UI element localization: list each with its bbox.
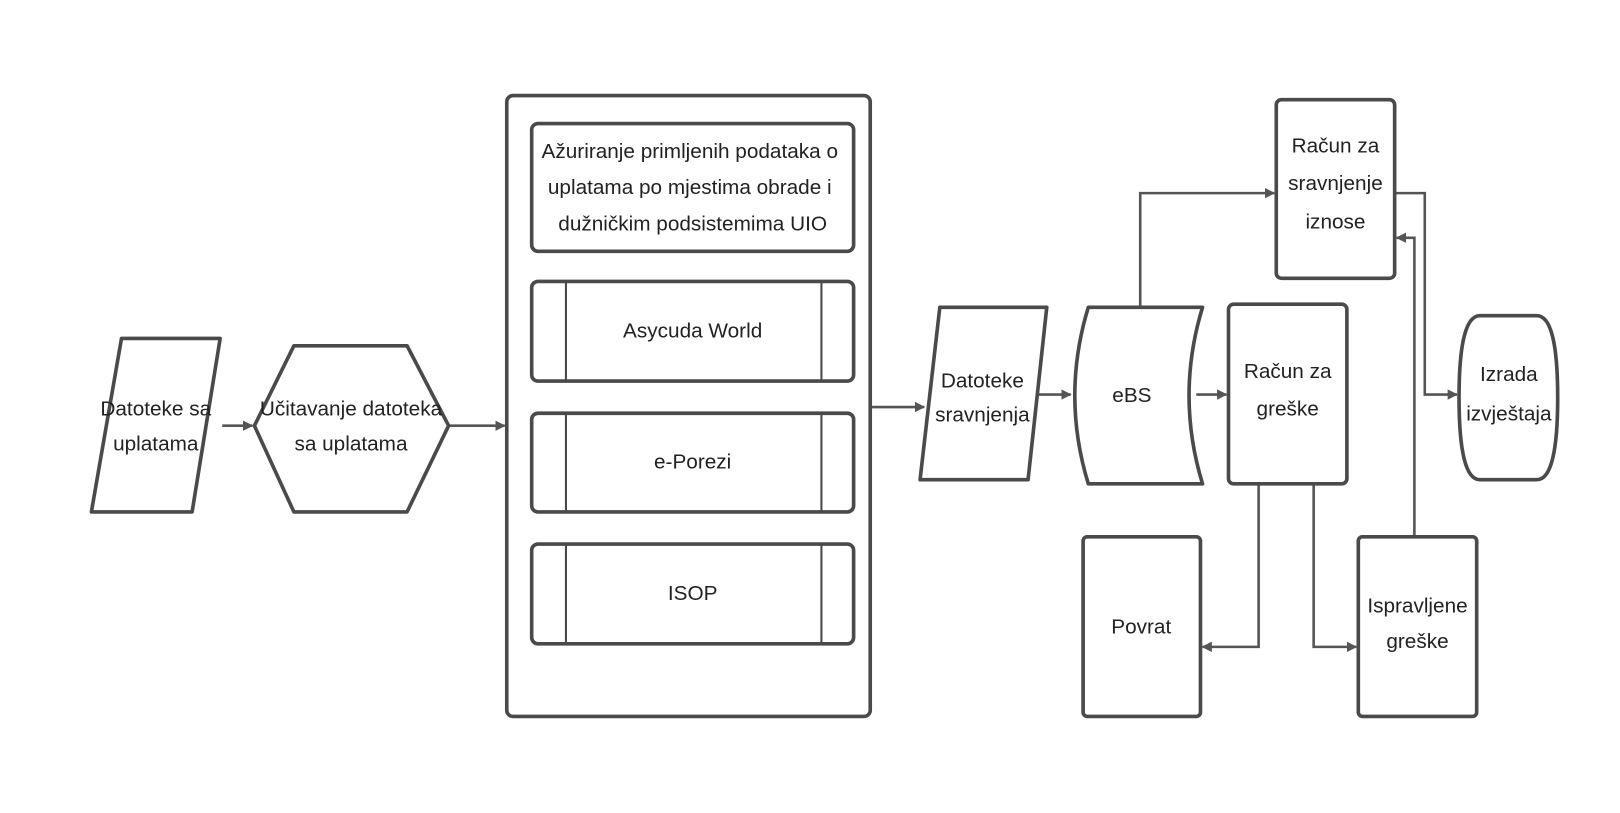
node-ebs[interactable]: eBS bbox=[1072, 305, 1205, 486]
node-label: greške bbox=[1386, 630, 1448, 653]
node-e-porezi[interactable]: e-Porezi bbox=[529, 411, 856, 514]
node-izrada-izvjestaja[interactable]: Izrada izvještaja bbox=[1457, 313, 1560, 482]
node-ispravljene-greske[interactable]: Ispravljene greške bbox=[1356, 534, 1479, 719]
container-azuriranje: Ažuriranje primljenih podataka o uplatam… bbox=[504, 93, 873, 719]
node-label: Asycuda World bbox=[623, 319, 762, 342]
arrow-ebs-to-racun-sravnjenje bbox=[1138, 187, 1276, 308]
node-label: izvještaja bbox=[1466, 403, 1552, 426]
node-datoteke-sa-uplatama[interactable]: Datoteke sa uplatama bbox=[89, 336, 222, 514]
node-label: eBS bbox=[1112, 384, 1151, 407]
node-label: e-Porezi bbox=[654, 450, 731, 473]
node-label: ISOP bbox=[668, 582, 718, 605]
container-title-box bbox=[529, 121, 856, 254]
node-label: greške bbox=[1257, 397, 1319, 420]
node-label: Datoteke sa bbox=[100, 397, 211, 420]
node-ucitavanje-datoteka[interactable]: Učitavanje datoteka sa uplatama bbox=[252, 343, 451, 514]
node-racun-za-sravnjenje[interactable]: Račun za sravnjenje iznose bbox=[1274, 97, 1397, 281]
arrow-sravnjenje-to-izrada bbox=[1394, 191, 1459, 400]
container-title: Ažuriranje primljenih podataka o bbox=[542, 140, 838, 163]
node-label: Povrat bbox=[1111, 615, 1171, 638]
node-datoteke-sravnjenja[interactable]: Datoteke sravnjenja bbox=[918, 305, 1049, 482]
node-label: Ispravljene bbox=[1367, 595, 1467, 618]
svg-text:Ažuriranje primljenih podataka: Ažuriranje primljenih podataka o uplatam… bbox=[542, 140, 844, 236]
edges bbox=[222, 187, 1459, 653]
container-title: uplatama po mjestima obrade i bbox=[548, 176, 832, 199]
node-label: Račun za bbox=[1292, 135, 1380, 158]
node-label: Račun za bbox=[1244, 360, 1332, 383]
node-label: sravnjenje bbox=[1288, 172, 1383, 195]
node-label: Učitavanje datoteka bbox=[260, 397, 443, 420]
node-label: sa uplatama bbox=[294, 433, 408, 456]
node-label: uplatama bbox=[113, 433, 199, 456]
arrow-greske-to-povrat bbox=[1201, 483, 1260, 653]
node-povrat[interactable]: Povrat bbox=[1081, 534, 1203, 719]
container-title: dužničkim podsistemima UIO bbox=[558, 213, 827, 236]
arrow-greske-to-ispravljene bbox=[1312, 483, 1358, 653]
node-label: Izrada bbox=[1480, 363, 1538, 386]
node-label: iznose bbox=[1305, 210, 1365, 233]
node-asycuda-world[interactable]: Asycuda World bbox=[529, 279, 856, 383]
node-isop[interactable]: ISOP bbox=[529, 542, 856, 646]
arrow-ispravljene-to-sravnjenje bbox=[1395, 232, 1416, 537]
node-label: sravnjenja bbox=[935, 404, 1030, 427]
node-racun-za-greske[interactable]: Račun za greške bbox=[1226, 302, 1349, 486]
node-label: Datoteke bbox=[941, 369, 1024, 392]
